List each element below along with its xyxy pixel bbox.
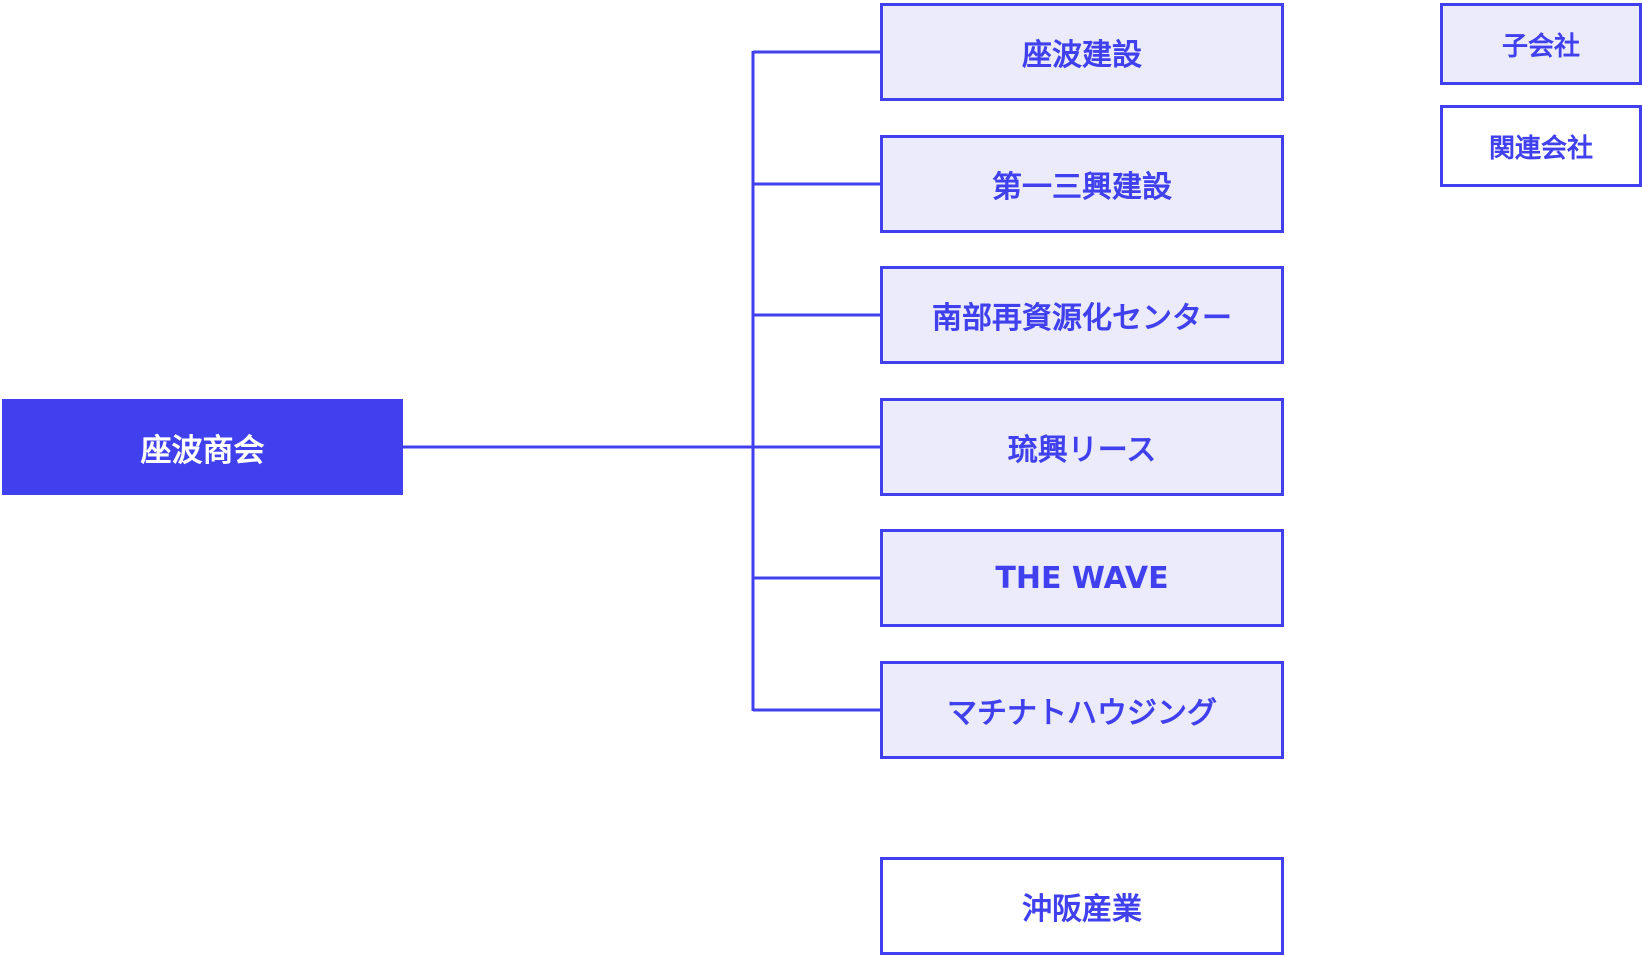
subsidiary-box: マチナトハウジング (880, 661, 1284, 759)
subsidiary-label: THE WAVE (995, 560, 1169, 596)
subsidiary-label: 第一三興建設 (992, 170, 1172, 205)
subsidiary-label: 琉興リース (1007, 433, 1157, 468)
affiliate-box: 沖阪産業 (880, 857, 1284, 955)
subsidiary-label: マチナトハウジング (947, 696, 1217, 731)
legend-affiliate-label: 関連会社 (1488, 133, 1593, 164)
subsidiary-box: THE WAVE (880, 529, 1284, 627)
legend-affiliate-swatch: 関連会社 (1440, 105, 1642, 187)
subsidiary-box: 琉興リース (880, 398, 1284, 496)
subsidiary-box: 第一三興建設 (880, 135, 1284, 233)
parent-company-label: 座波商会 (140, 432, 265, 469)
legend-subsidiary-label: 子会社 (1501, 31, 1580, 62)
subsidiary-label: 南部再資源化センター (932, 301, 1232, 336)
legend-subsidiary-swatch: 子会社 (1440, 3, 1642, 85)
affiliate-label: 沖阪産業 (1022, 892, 1142, 927)
subsidiary-box: 南部再資源化センター (880, 266, 1284, 364)
parent-company-box: 座波商会 (2, 399, 403, 495)
subsidiary-label: 座波建設 (1022, 38, 1142, 73)
subsidiary-box: 座波建設 (880, 3, 1284, 101)
